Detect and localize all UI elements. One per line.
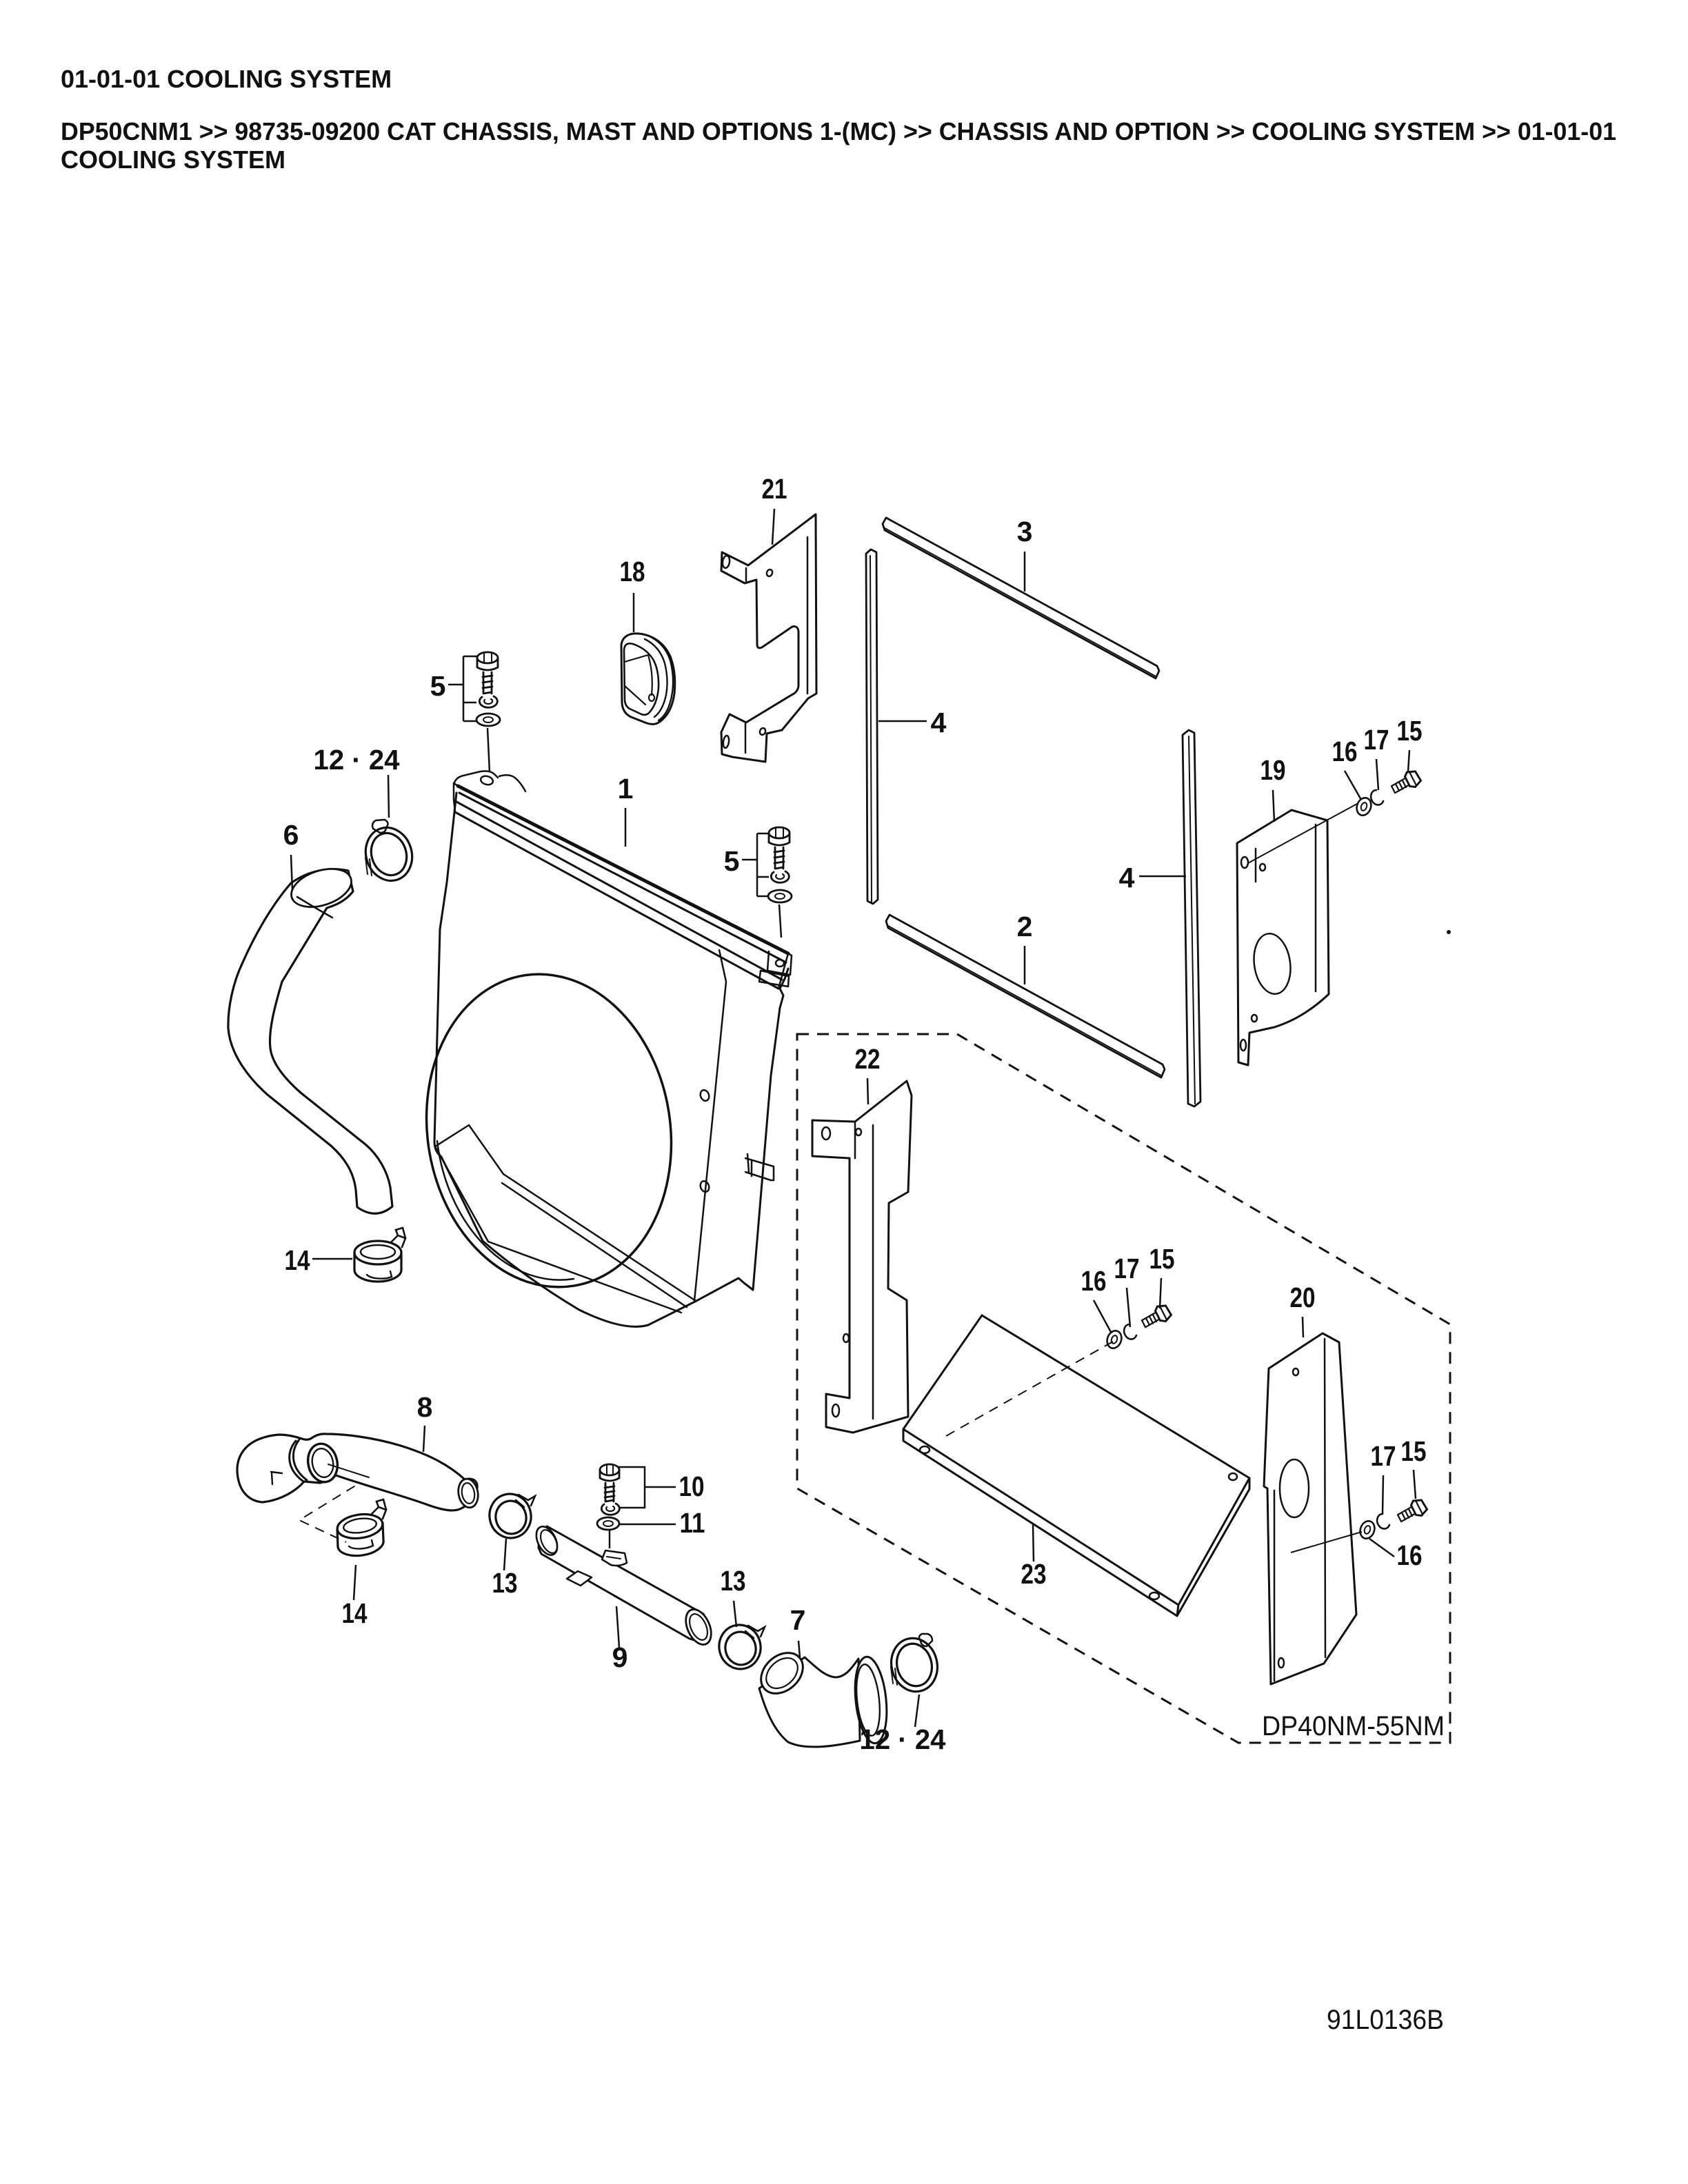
- svg-text:15: 15: [1149, 1243, 1175, 1275]
- svg-text:16: 16: [1397, 1539, 1423, 1571]
- svg-text:16: 16: [1332, 736, 1358, 767]
- svg-text:4: 4: [931, 707, 947, 738]
- svg-text:7: 7: [790, 1604, 806, 1636]
- svg-text:12 · 24: 12 · 24: [860, 1723, 946, 1755]
- svg-text:22: 22: [855, 1043, 881, 1075]
- svg-text:12 · 24: 12 · 24: [314, 744, 400, 776]
- svg-text:17: 17: [1364, 724, 1389, 756]
- svg-text:4: 4: [1119, 862, 1135, 893]
- svg-text:13: 13: [492, 1567, 518, 1599]
- svg-text:1: 1: [618, 773, 634, 805]
- svg-text:01-01-01 COOLING SYSTEM: 01-01-01 COOLING SYSTEM: [61, 65, 392, 93]
- svg-text:23: 23: [1021, 1558, 1047, 1590]
- svg-text:18: 18: [620, 556, 645, 587]
- svg-text:15: 15: [1401, 1435, 1427, 1467]
- svg-text:10: 10: [679, 1470, 705, 1502]
- svg-text:5: 5: [430, 670, 446, 702]
- svg-text:15: 15: [1397, 715, 1423, 747]
- svg-text:14: 14: [342, 1597, 368, 1629]
- svg-text:2: 2: [1017, 911, 1033, 942]
- svg-text:19: 19: [1260, 754, 1286, 786]
- svg-text:20: 20: [1290, 1282, 1316, 1313]
- svg-text:3: 3: [1017, 516, 1033, 547]
- svg-text:16: 16: [1081, 1265, 1107, 1297]
- svg-text:17: 17: [1114, 1253, 1140, 1284]
- svg-text:6: 6: [283, 819, 299, 851]
- svg-text:14: 14: [285, 1244, 310, 1276]
- svg-text:91L0136B: 91L0136B: [1327, 2005, 1444, 2035]
- svg-text:8: 8: [417, 1391, 433, 1423]
- svg-text:21: 21: [762, 473, 787, 505]
- svg-text:DP50CNM1 >> 98735-09200 CAT CH: DP50CNM1 >> 98735-09200 CAT CHASSIS, MAS…: [61, 117, 1616, 145]
- svg-text:DP40NM-55NM: DP40NM-55NM: [1262, 1711, 1445, 1741]
- svg-text:13: 13: [721, 1565, 746, 1597]
- svg-text:COOLING SYSTEM: COOLING SYSTEM: [61, 145, 285, 174]
- svg-text:5: 5: [724, 845, 740, 877]
- svg-text:17: 17: [1371, 1440, 1396, 1472]
- svg-text:9: 9: [612, 1641, 628, 1673]
- svg-text:11: 11: [680, 1507, 705, 1539]
